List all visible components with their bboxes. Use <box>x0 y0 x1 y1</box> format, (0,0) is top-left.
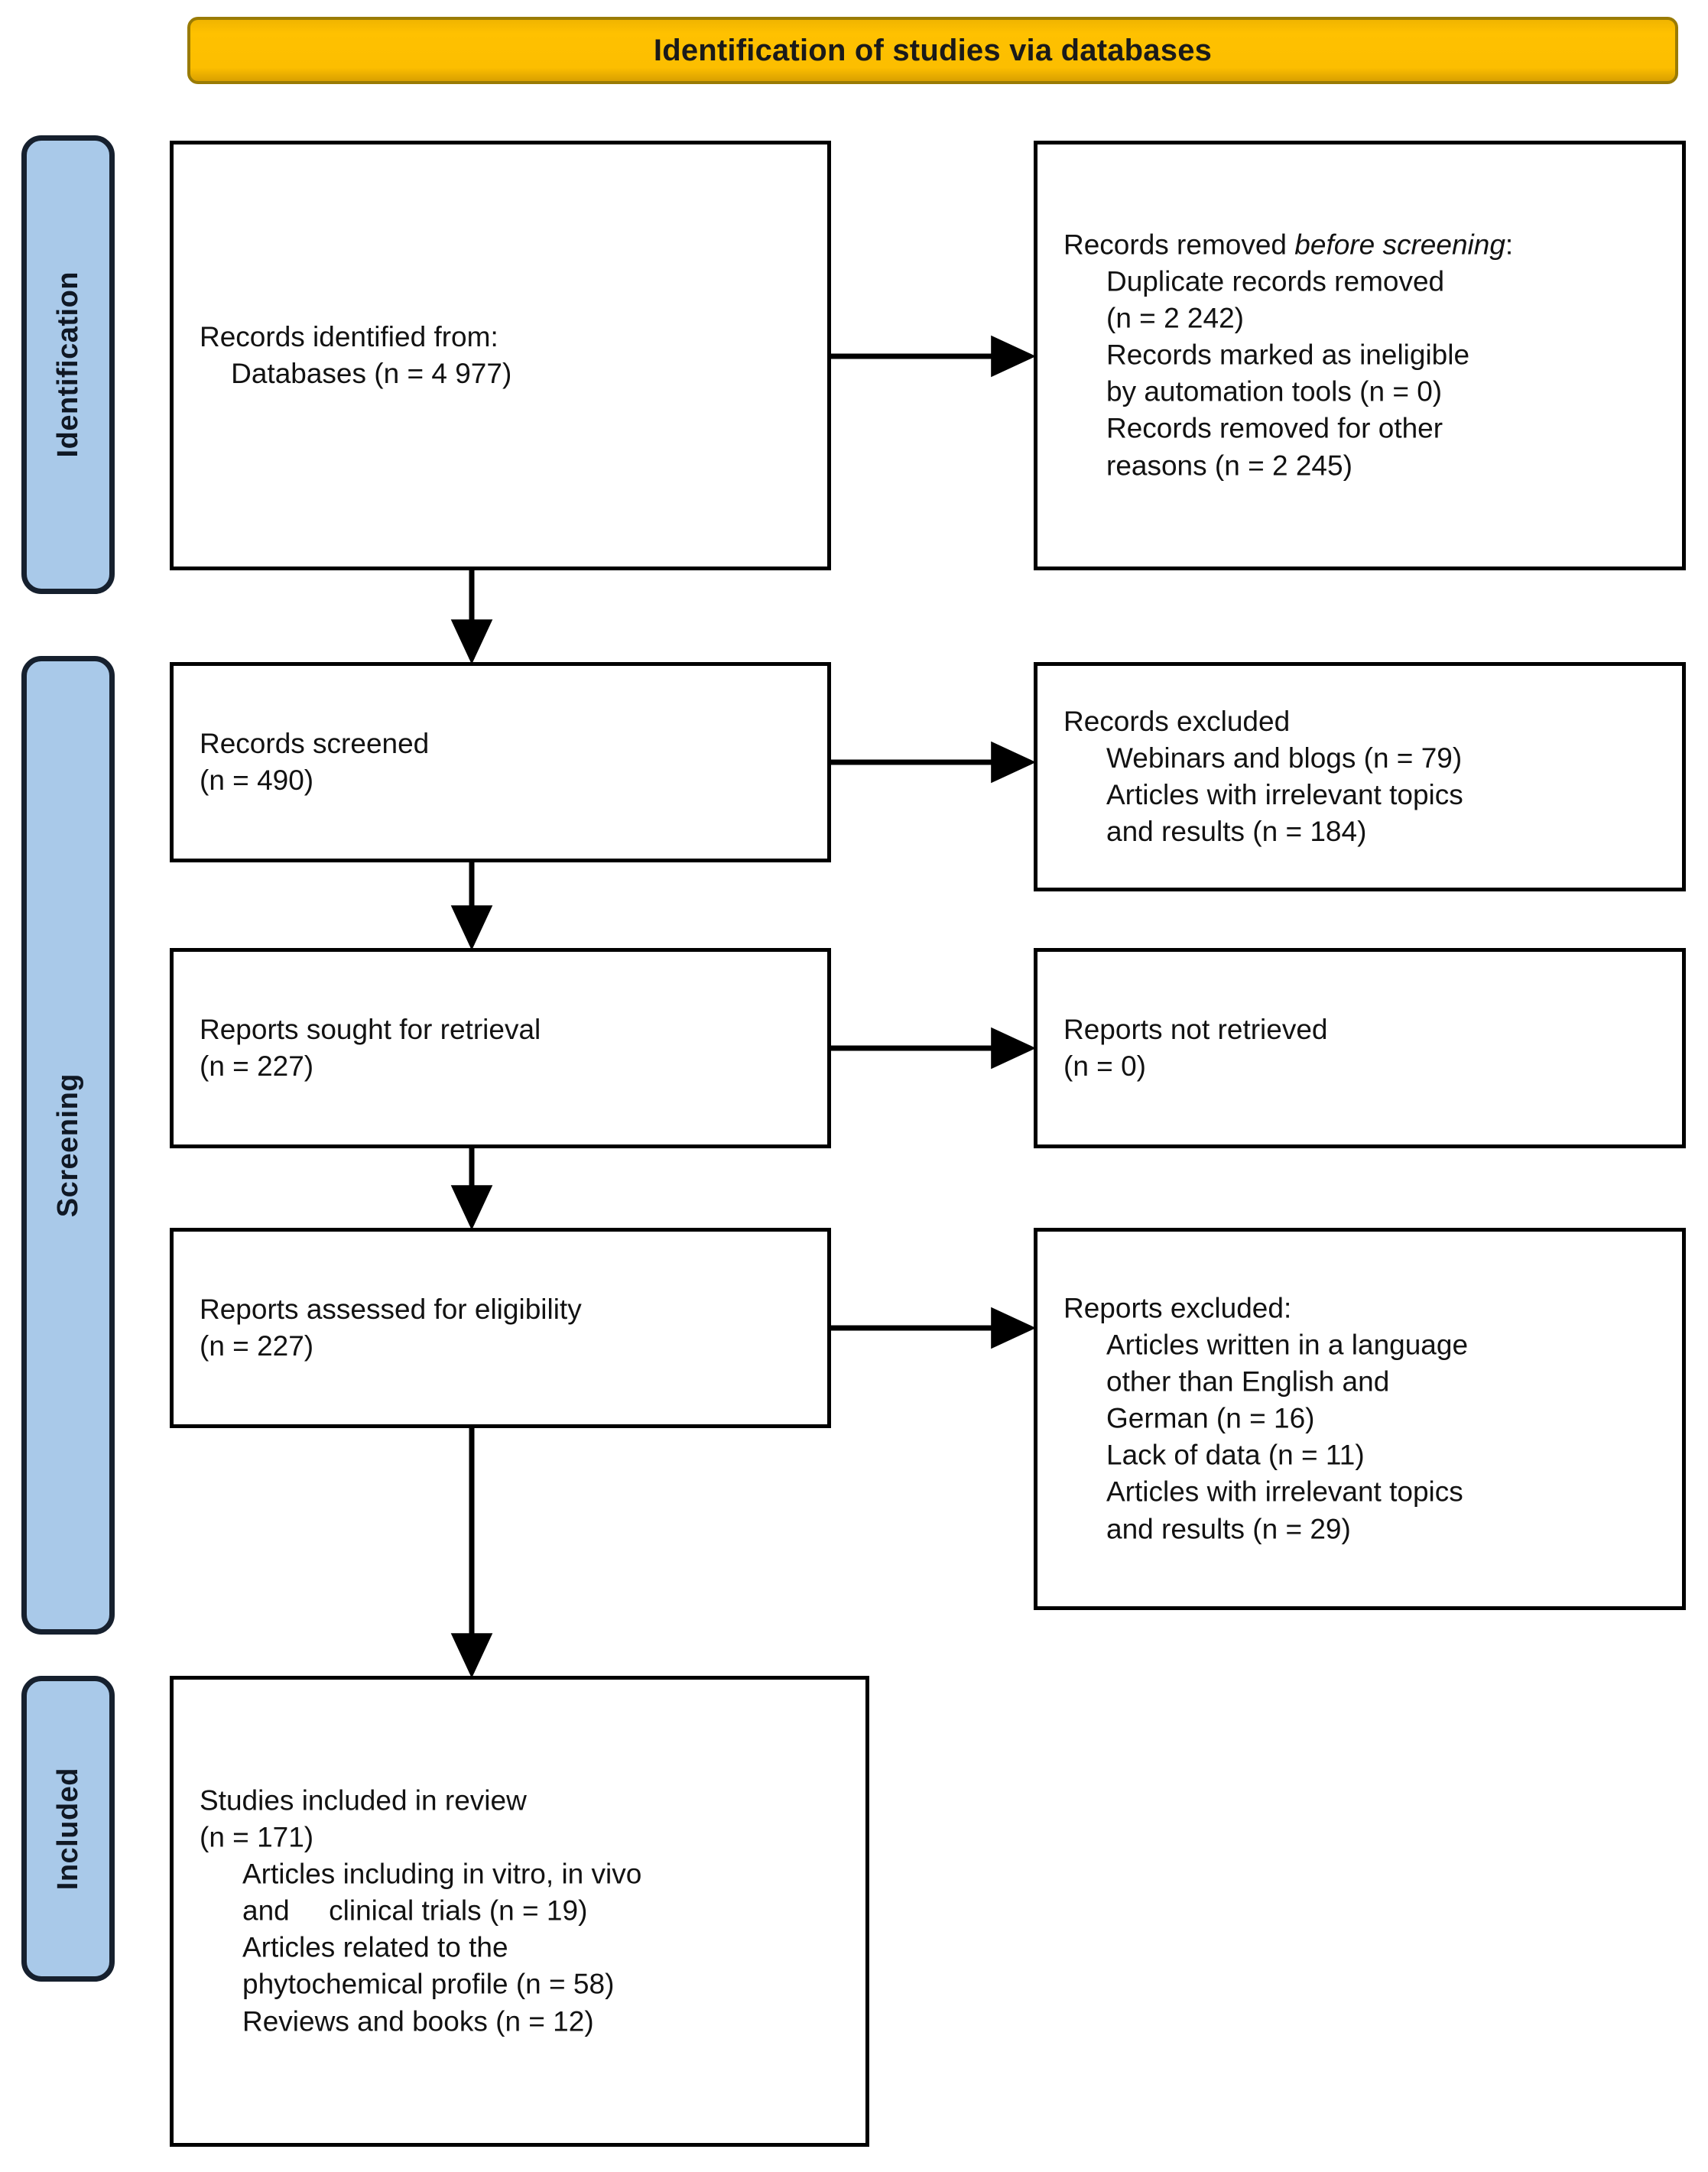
records-removed-item-2: Records marked as ineligible <box>1106 339 1470 371</box>
reports-not-retrieved-line-1: Reports not retrieved <box>1063 1013 1328 1045</box>
records-removed-title-suffix: : <box>1505 229 1514 261</box>
studies-included-item-1: and clinical trials (n = 19) <box>242 1894 588 1927</box>
reports-excluded-item-3: Lack of data (n = 11) <box>1106 1440 1365 1472</box>
studies-included-title-1: Studies included in review <box>200 1784 527 1816</box>
records-excluded-item-0: Webinars and blogs (n = 79) <box>1106 742 1463 774</box>
records-removed-item-4: Records removed for other <box>1106 413 1443 445</box>
box-records-excluded: Records excluded Webinars and blogs (n =… <box>1034 662 1686 891</box>
diagram-header-banner: Identification of studies via databases <box>187 17 1678 84</box>
reports-excluded-item-5: and results (n = 29) <box>1106 1513 1351 1545</box>
stage-label-included-text: Included <box>51 1767 84 1891</box>
box-studies-included: Studies included in review (n = 171) Art… <box>170 1676 869 2147</box>
records-removed-item-5: reasons (n = 2 245) <box>1106 450 1352 482</box>
studies-included-item-2: Articles related to the <box>242 1932 508 1964</box>
records-removed-title-prefix: Records removed <box>1063 229 1295 261</box>
records-screened-line-1: Records screened <box>200 727 430 759</box>
records-excluded-title: Records excluded <box>1063 705 1291 737</box>
records-identified-line-2: Databases (n = 4 977) <box>200 358 512 389</box>
box-records-screened: Records screened (n = 490) <box>170 662 831 862</box>
reports-assessed-line-2: (n = 227) <box>200 1330 314 1362</box>
records-removed-item-3: by automation tools (n = 0) <box>1106 376 1443 408</box>
records-excluded-item-2: and results (n = 184) <box>1106 816 1367 848</box>
records-removed-item-1: (n = 2 242) <box>1106 302 1244 334</box>
reports-excluded-title: Reports excluded: <box>1063 1292 1292 1324</box>
studies-included-item-3: phytochemical profile (n = 58) <box>242 1969 615 2001</box>
reports-not-retrieved-line-2: (n = 0) <box>1063 1050 1146 1082</box>
records-screened-line-2: (n = 490) <box>200 765 314 796</box>
box-reports-assessed: Reports assessed for eligibility (n = 22… <box>170 1228 831 1428</box>
diagram-title: Identification of studies via databases <box>653 33 1213 67</box>
box-records-identified: Records identified from: Databases (n = … <box>170 141 831 570</box>
records-removed-title-italic: before screening <box>1294 229 1505 261</box>
stage-label-included: Included <box>21 1676 115 1982</box>
reports-assessed-line-1: Reports assessed for eligibility <box>200 1293 582 1325</box>
reports-excluded-item-2: German (n = 16) <box>1106 1402 1315 1434</box>
stage-label-screening: Screening <box>21 656 115 1635</box>
box-reports-not-retrieved: Reports not retrieved (n = 0) <box>1034 948 1686 1148</box>
studies-included-item-0: Articles including in vitro, in vivo <box>242 1858 642 1890</box>
reports-excluded-item-0: Articles written in a language <box>1106 1329 1469 1361</box>
studies-included-item-4: Reviews and books (n = 12) <box>242 2005 594 2037</box>
records-excluded-item-1: Articles with irrelevant topics <box>1106 779 1463 810</box>
records-removed-title: Records removed before screening: <box>1063 227 1668 264</box>
stage-label-identification-text: Identification <box>51 271 84 458</box>
records-identified-line-1: Records identified from: <box>200 320 498 352</box>
reports-sought-line-1: Reports sought for retrieval <box>200 1013 541 1045</box>
box-reports-excluded: Reports excluded: Articles written in a … <box>1034 1228 1686 1610</box>
studies-included-title-2: (n = 171) <box>200 1821 314 1853</box>
reports-sought-line-2: (n = 227) <box>200 1050 314 1082</box>
box-reports-sought: Reports sought for retrieval (n = 227) <box>170 948 831 1148</box>
reports-excluded-item-4: Articles with irrelevant topics <box>1106 1476 1463 1508</box>
records-removed-item-0: Duplicate records removed <box>1106 265 1445 297</box>
stage-label-screening-text: Screening <box>51 1073 84 1218</box>
reports-excluded-item-1: other than English and <box>1106 1365 1390 1398</box>
box-records-removed: Records removed before screening: Duplic… <box>1034 141 1686 570</box>
stage-label-identification: Identification <box>21 135 115 594</box>
